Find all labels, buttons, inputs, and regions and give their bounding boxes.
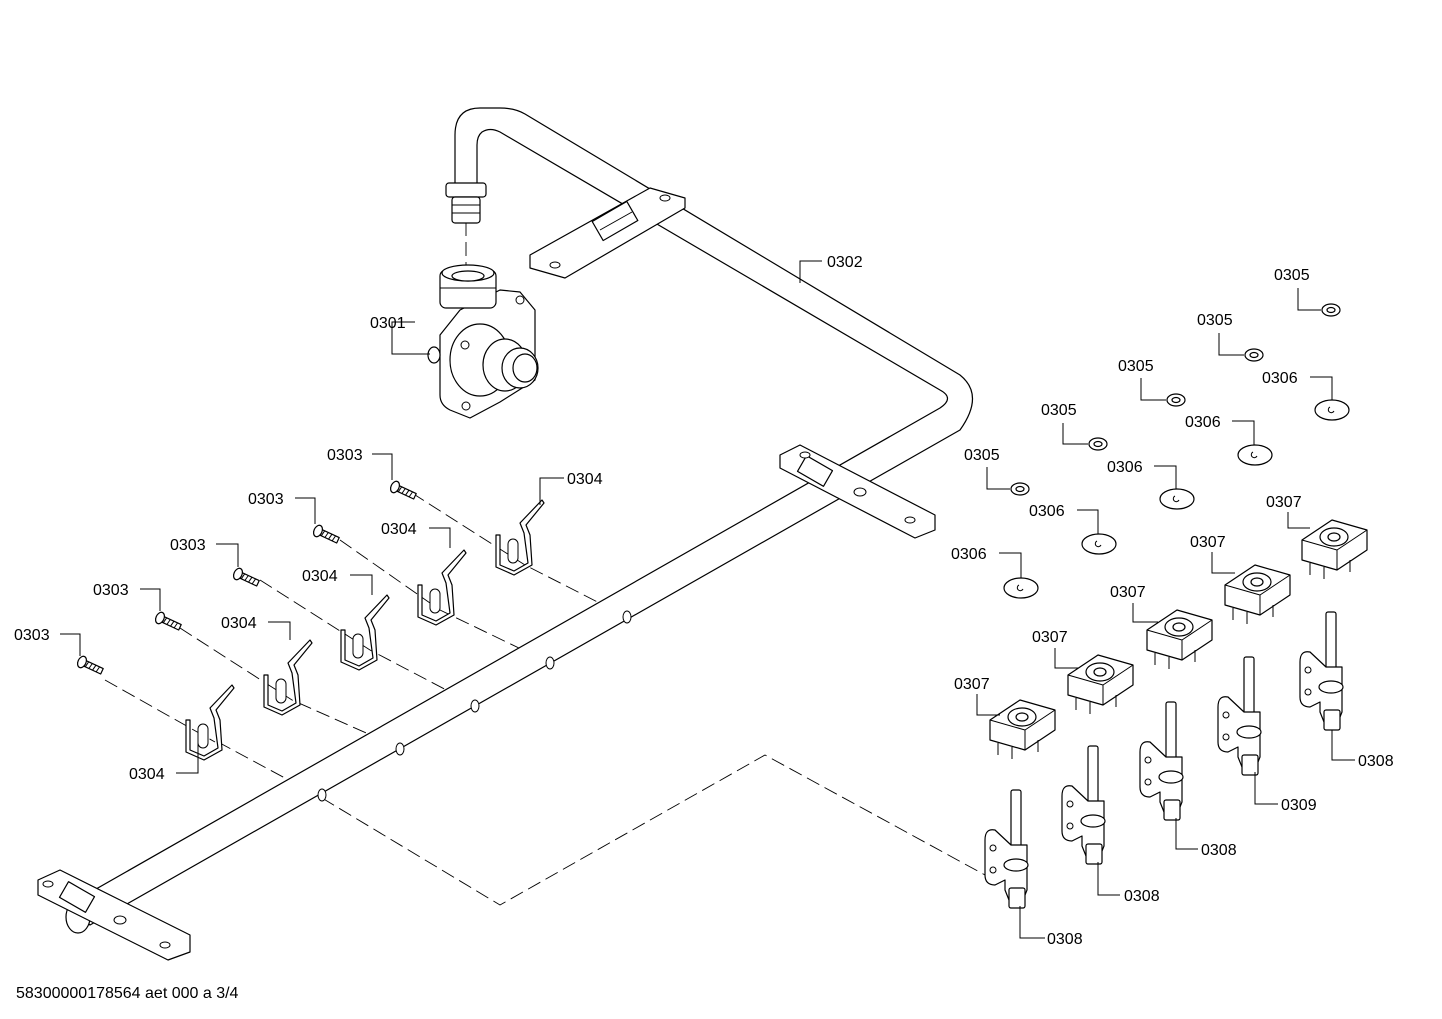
callout-label: 0303 [93, 582, 129, 599]
callout-label: 0303 [327, 447, 363, 464]
valve-bracket-set [989, 519, 1368, 759]
callout-label: 0307 [1032, 629, 1068, 646]
assembly-dashed-lines [104, 222, 986, 906]
valve-bracket [1067, 654, 1134, 714]
screw [312, 524, 340, 544]
callout-label: 0302 [827, 254, 863, 271]
callout-label: 0307 [954, 676, 990, 693]
callout-label: 0307 [1266, 494, 1302, 511]
gas-manifold-pipe [65, 107, 973, 934]
gas-valve-set [984, 611, 1344, 909]
callout-label: 0301 [370, 315, 406, 332]
valve-bracket [1146, 609, 1213, 669]
screw-set [76, 480, 417, 675]
lock-washer [1088, 437, 1108, 451]
valve-bracket [1301, 519, 1368, 579]
callout-label: 0308 [1358, 753, 1394, 770]
callout-label: 0306 [1029, 503, 1065, 520]
callout-label: 0306 [951, 546, 987, 563]
callout-labels: 0301 0302 0303 0303 0303 0303 0303 0304 … [14, 254, 1394, 948]
clip [340, 594, 390, 671]
lock-washer [1244, 348, 1264, 362]
screw [232, 567, 260, 587]
clip [185, 684, 235, 761]
callout-label: 0308 [1201, 842, 1237, 859]
gas-valve [1217, 656, 1262, 776]
callout-label: 0304 [381, 521, 417, 538]
callout-label: 0305 [1197, 312, 1233, 329]
screw [76, 655, 104, 675]
lock-washer [1010, 482, 1030, 496]
flat-washer [1159, 488, 1195, 510]
lock-washer [1166, 393, 1186, 407]
callout-label: 0305 [1118, 358, 1154, 375]
gas-valve [1299, 611, 1344, 731]
flat-washer [1081, 533, 1117, 555]
callout-label: 0309 [1281, 797, 1317, 814]
mounting-bracket-middle [779, 444, 936, 539]
callout-label: 0306 [1185, 414, 1221, 431]
gas-valve [1061, 745, 1106, 865]
mounting-bracket-top [529, 187, 686, 279]
callout-label: 0305 [964, 447, 1000, 464]
screw [154, 611, 182, 631]
lock-washer [1321, 303, 1341, 317]
gas-regulator [427, 264, 539, 419]
flat-washer-set [1003, 399, 1350, 599]
callout-label: 0305 [1274, 267, 1310, 284]
callout-label: 0303 [170, 537, 206, 554]
callout-label: 0307 [1110, 584, 1146, 601]
flat-washer [1003, 577, 1039, 599]
callout-label: 0303 [14, 627, 50, 644]
clip [495, 499, 545, 576]
clip [263, 639, 313, 716]
drawing-reference-number: 58300000178564 aet 000 a 3/4 [16, 985, 239, 1002]
callout-label: 0306 [1262, 370, 1298, 387]
leader-lines [60, 260, 1355, 939]
clip [417, 549, 467, 626]
callout-label: 0307 [1190, 534, 1226, 551]
mounting-bracket-bottom [37, 869, 191, 961]
flat-washer [1314, 399, 1350, 421]
callout-label: 0304 [567, 471, 603, 488]
gas-valve [1139, 701, 1184, 821]
callout-label: 0308 [1124, 888, 1160, 905]
callout-label: 0304 [302, 568, 338, 585]
callout-label: 0304 [221, 615, 257, 632]
flat-washer [1237, 444, 1273, 466]
valve-bracket [1224, 564, 1291, 624]
callout-label: 0308 [1047, 931, 1083, 948]
callout-label: 0306 [1107, 459, 1143, 476]
callout-label: 0303 [248, 491, 284, 508]
valve-bracket [989, 699, 1056, 759]
callout-label: 0305 [1041, 402, 1077, 419]
gas-valve [984, 789, 1029, 909]
clip-set [185, 499, 545, 761]
screw [389, 480, 417, 500]
lock-washer-set [1010, 303, 1341, 496]
callout-label: 0304 [129, 766, 165, 783]
